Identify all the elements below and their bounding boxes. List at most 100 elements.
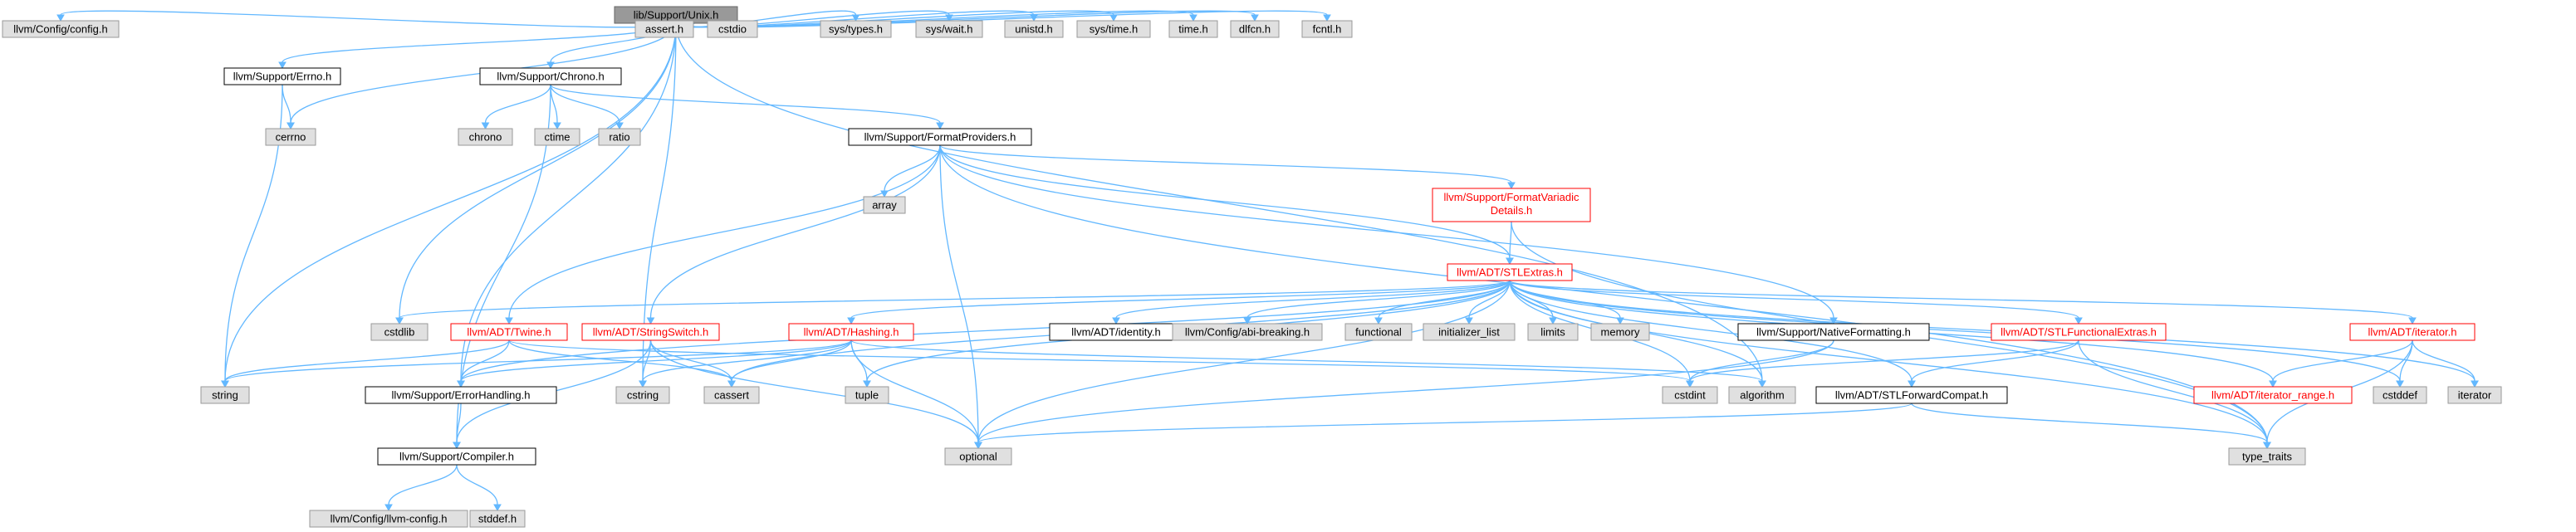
node-label: llvm/Support/FormatVariadic [1443, 191, 1579, 203]
node-label: llvm/Config/llvm-config.h [331, 513, 448, 525]
node-fcntl[interactable]: fcntl.h [1301, 20, 1353, 38]
edge-fmtprov-twine [505, 144, 941, 325]
edge-stlfunc-cstdint [1686, 339, 2079, 388]
node-string[interactable]: string [200, 386, 250, 404]
node-label: llvm/ADT/STLExtras.h [1457, 266, 1563, 279]
node-systypes[interactable]: sys/types.h [820, 20, 892, 38]
node-limits[interactable]: limits [1527, 323, 1579, 341]
node-systime[interactable]: sys/time.h [1076, 20, 1151, 38]
node-label: functional [1355, 326, 1402, 339]
node-cstddef[interactable]: cstddef [2373, 386, 2427, 404]
node-label: ratio [609, 131, 629, 144]
edge-stlfwd-optional [974, 403, 1912, 450]
node-cstring[interactable]: cstring [615, 386, 670, 404]
edge-hashing-tuple [850, 339, 871, 388]
edge-errno-cerrno [282, 84, 295, 130]
node-identity[interactable]: llvm/ADT/identity.h [1049, 323, 1183, 341]
node-errhand[interactable]: llvm/Support/ErrorHandling.h [365, 386, 557, 404]
edge-stlextras-typetraits [1509, 280, 2271, 450]
node-iterh[interactable]: llvm/ADT/iterator.h [2349, 323, 2476, 341]
node-label: initializer_list [1438, 326, 1500, 339]
node-memory[interactable]: memory [1590, 323, 1650, 341]
node-label: cassert [714, 389, 749, 402]
node-stlextras[interactable]: llvm/ADT/STLExtras.h [1447, 263, 1573, 281]
node-label: Details.h [1491, 204, 1533, 217]
edge-fmtprov-array [880, 144, 941, 198]
node-algorithm[interactable]: algorithm [1728, 386, 1796, 404]
node-chrono[interactable]: chrono [458, 128, 513, 146]
edge-chronoh-fmtprov [550, 84, 944, 130]
edge-unix-config [56, 10, 677, 28]
edge-chronoh-ctime [550, 84, 561, 130]
node-label: cstdint [1674, 389, 1706, 402]
edge-errhand-compiler [453, 403, 462, 450]
edge-hashing-cstring [639, 339, 852, 388]
node-typetraits[interactable]: type_traits [2228, 447, 2306, 466]
edge-stlfwd-typetraits [1911, 403, 2271, 450]
node-optional[interactable]: optional [944, 447, 1012, 466]
node-cstdint[interactable]: cstdint [1662, 386, 1718, 404]
node-label: type_traits [2242, 451, 2292, 463]
edge-stlfunc-stlfwd [1908, 339, 2079, 388]
node-asserth[interactable]: assert.h [634, 20, 694, 38]
node-dlfcn[interactable]: dlfcn.h [1230, 20, 1280, 38]
edge-fmtprov-strswitch [646, 144, 941, 325]
node-label: cstdio [718, 23, 747, 36]
edge-stlextras-hashing [847, 280, 1511, 325]
node-label: llvm/ADT/iterator_range.h [2211, 389, 2334, 402]
node-label: algorithm [1740, 389, 1784, 402]
node-label: llvm/Support/FormatProviders.h [864, 131, 1016, 144]
node-config[interactable]: llvm/Config/config.h [2, 20, 120, 38]
node-natfmt[interactable]: llvm/Support/NativeFormatting.h [1737, 323, 1930, 341]
node-label: cstring [627, 389, 659, 402]
node-unix[interactable]: lib/Support/Unix.h [614, 6, 738, 24]
node-ratio[interactable]: ratio [598, 128, 641, 146]
node-unistd[interactable]: unistd.h [1004, 20, 1064, 38]
node-label: optional [959, 451, 997, 463]
node-label: llvm/ADT/Hashing.h [804, 326, 899, 339]
node-label: string [212, 389, 238, 402]
node-iterrange[interactable]: llvm/ADT/iterator_range.h [2193, 386, 2353, 404]
node-cassert[interactable]: cassert [703, 386, 760, 404]
node-functional[interactable]: functional [1344, 323, 1413, 341]
node-abibreak[interactable]: llvm/Config/abi-breaking.h [1172, 323, 1323, 341]
node-fmtprov[interactable]: llvm/Support/FormatProviders.h [848, 128, 1032, 146]
edge-iterh-iterrange [2269, 339, 2413, 388]
node-errno[interactable]: llvm/Support/Errno.h [223, 67, 341, 85]
node-stddef[interactable]: stddef.h [469, 510, 526, 528]
node-cstdio[interactable]: cstdio [707, 20, 758, 38]
node-label: cerrno [276, 131, 306, 144]
node-label: llvm/ADT/iterator.h [2368, 326, 2457, 339]
node-iterator[interactable]: iterator [2447, 386, 2502, 404]
node-label: llvm/ADT/identity.h [1071, 326, 1160, 339]
node-label: tuple [855, 389, 879, 402]
node-strswitch[interactable]: llvm/ADT/StringSwitch.h [581, 323, 720, 341]
edge-unix-errno [278, 22, 677, 70]
node-stlfunc[interactable]: llvm/ADT/STLFunctionalExtras.h [1991, 323, 2167, 341]
node-label: ctime [544, 131, 570, 144]
edge-iterh-iterator [2412, 339, 2479, 388]
edge-chronoh-chrono [481, 84, 551, 130]
node-twine[interactable]: llvm/ADT/Twine.h [450, 323, 568, 341]
node-label: sys/time.h [1090, 23, 1139, 36]
edge-hashing-string [221, 339, 852, 388]
node-compiler[interactable]: llvm/Support/Compiler.h [377, 447, 536, 466]
node-syswait[interactable]: sys/wait.h [915, 20, 983, 38]
node-cstdlib[interactable]: cstdlib [370, 323, 429, 341]
node-hashing[interactable]: llvm/ADT/Hashing.h [788, 323, 914, 341]
node-stlfwd[interactable]: llvm/ADT/STLForwardCompat.h [1815, 386, 2008, 404]
node-label: llvm/Support/ErrorHandling.h [392, 389, 531, 402]
node-tuple[interactable]: tuple [845, 386, 889, 404]
node-label: stddef.h [478, 513, 517, 525]
node-cerrno[interactable]: cerrno [265, 128, 316, 146]
node-array[interactable]: array [863, 196, 906, 214]
node-ctime[interactable]: ctime [534, 128, 580, 146]
edge-iterh-cstddef [2396, 339, 2413, 388]
node-chronoh[interactable]: llvm/Support/Chrono.h [479, 67, 622, 85]
node-llvmconfig[interactable]: llvm/Config/llvm-config.h [309, 510, 468, 528]
edge-hashing-algorithm [850, 339, 1766, 388]
node-initlist[interactable]: initializer_list [1423, 323, 1516, 341]
node-label: assert.h [645, 23, 683, 36]
node-timeh[interactable]: time.h [1168, 20, 1218, 38]
